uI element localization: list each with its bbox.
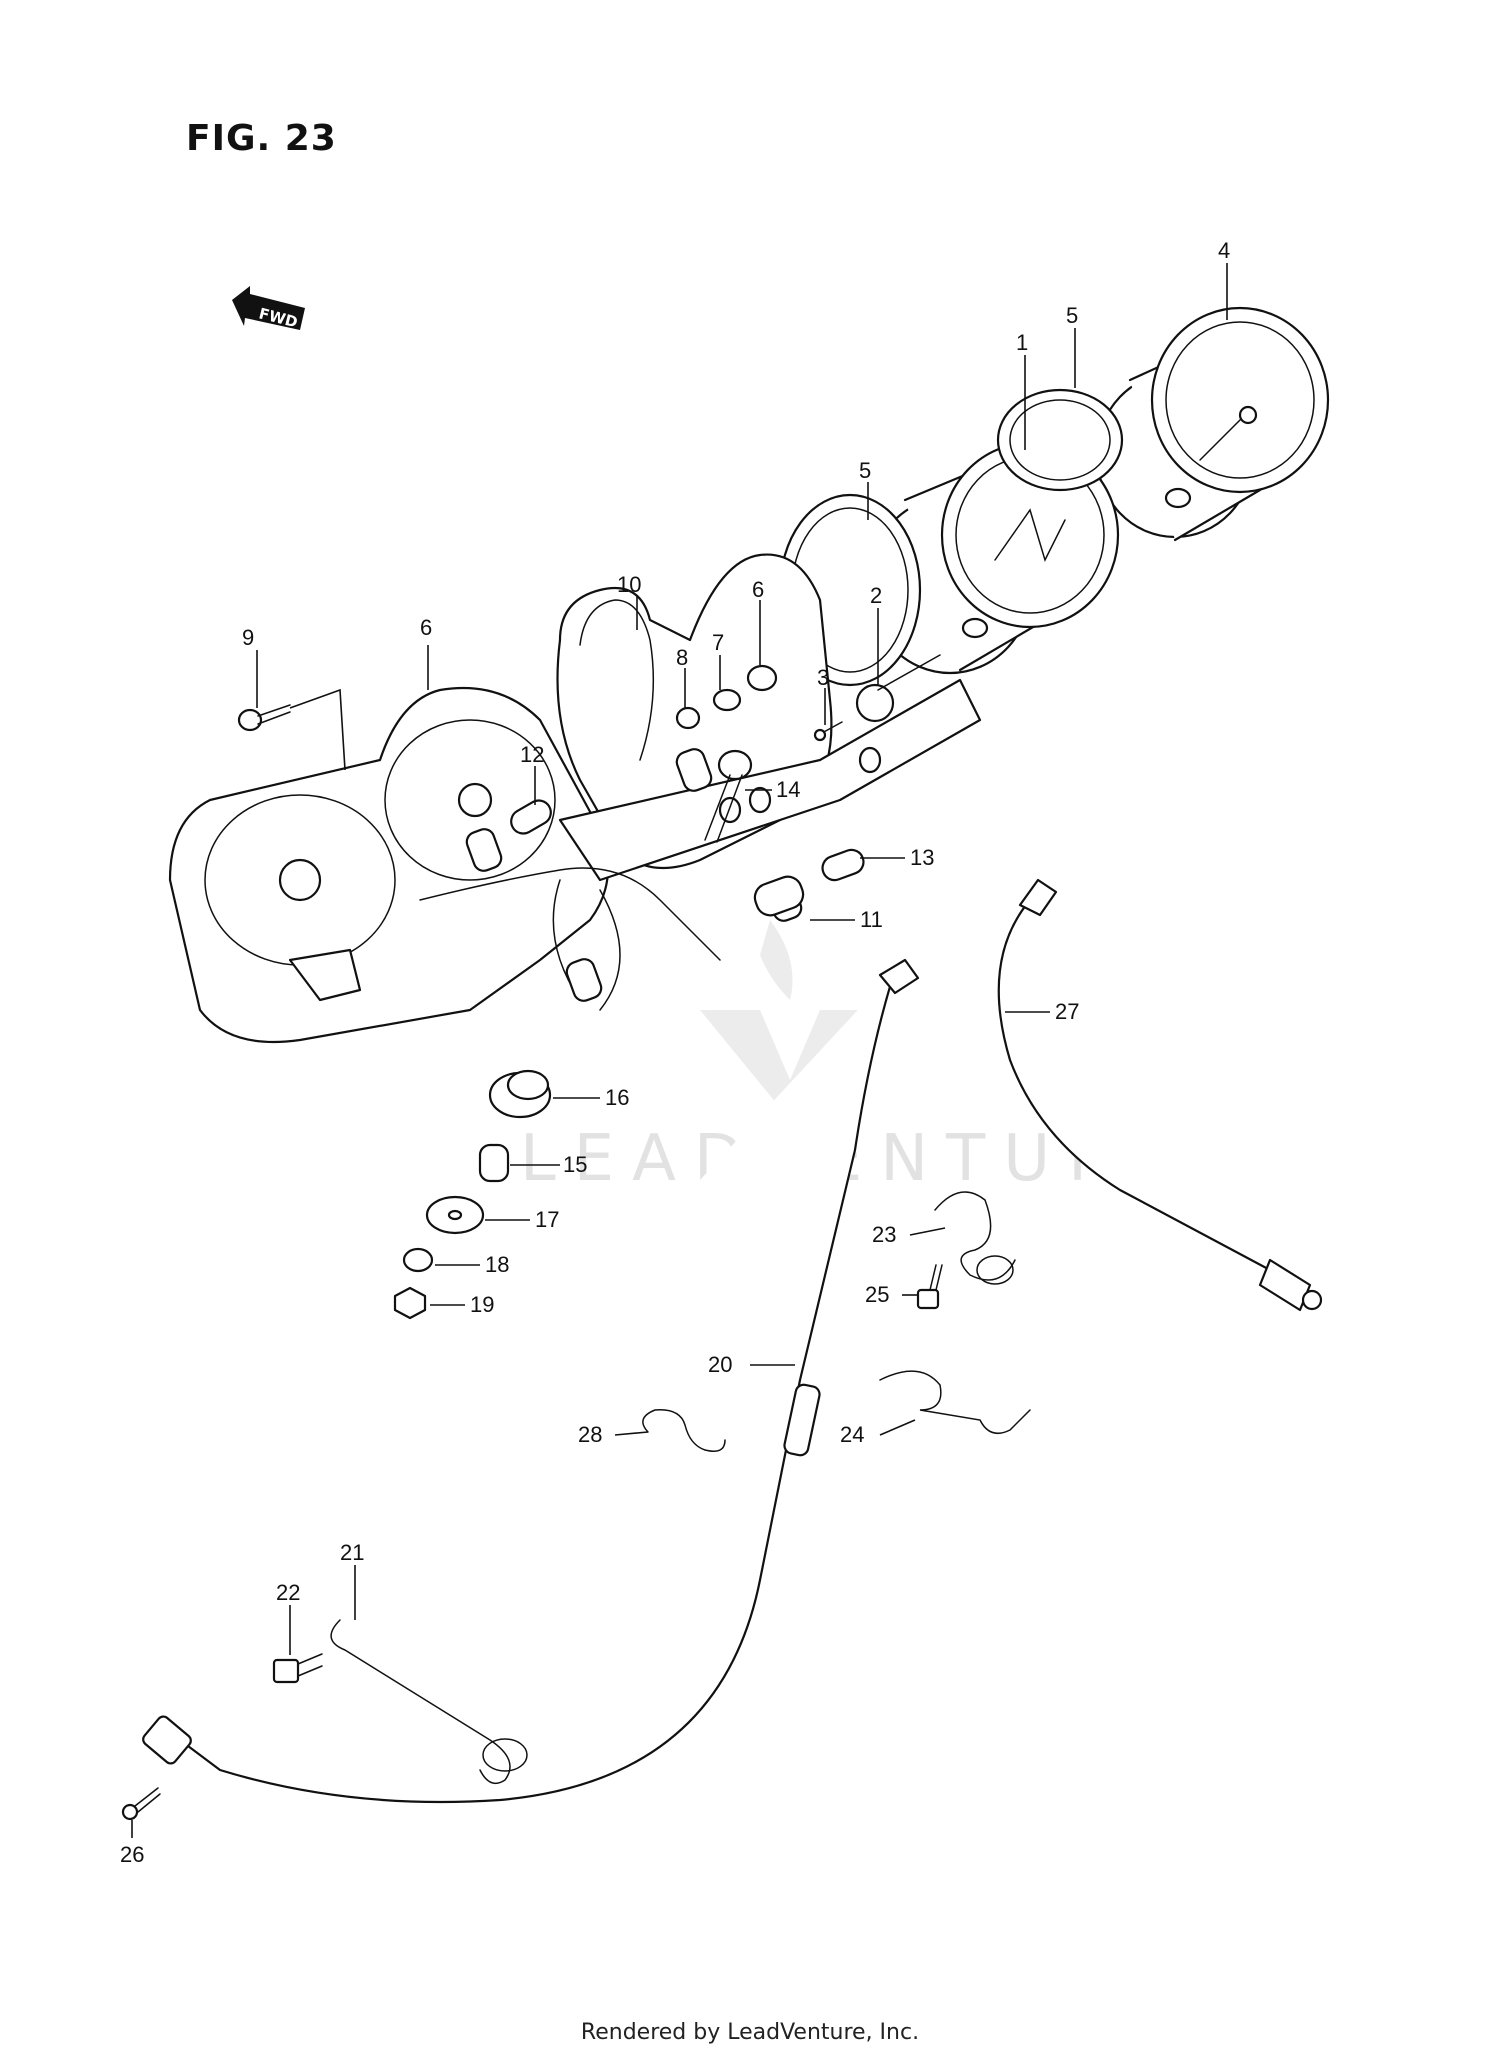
callout-5-lower: 5 <box>859 458 871 483</box>
callout-21: 20 <box>708 1352 732 1377</box>
callout-10: 9 <box>242 625 254 650</box>
callout-3: 3 <box>817 665 829 690</box>
collar-16-icon <box>478 1143 510 1183</box>
bolt-15-icon <box>704 749 753 843</box>
washer-18-icon <box>425 1195 485 1235</box>
clamp-22-icon <box>330 1619 528 1785</box>
callout-18: 17 <box>535 1207 559 1232</box>
nut-20-icon <box>393 1286 427 1320</box>
nut-9-icon <box>675 706 701 730</box>
screw-27-icon <box>121 1787 161 1821</box>
callout-27: 26 <box>120 1842 144 1867</box>
callout-17: 16 <box>605 1085 629 1110</box>
callout-26: 25 <box>865 1282 889 1307</box>
callout-4: 4 <box>1218 238 1230 263</box>
ring-5-upper-icon <box>996 388 1124 492</box>
screw-3-icon <box>813 721 843 742</box>
callout-22: 21 <box>340 1540 364 1565</box>
clamp-24-icon <box>934 1191 1016 1285</box>
bulb-12-icon <box>753 875 805 917</box>
callout-25: 24 <box>840 1422 864 1447</box>
callout-19: 18 <box>485 1252 509 1277</box>
callout-labels: 4 5 1 5 6 10 6 7 8 2 3 9 12 13 11 14 16 … <box>120 238 1230 1867</box>
callout-8: 7 <box>712 630 724 655</box>
washer-19-icon <box>402 1247 434 1273</box>
grommet-7-icon <box>746 664 778 692</box>
callout-14: 13 <box>910 845 934 870</box>
bolt-26-icon <box>916 1264 943 1310</box>
callout-13: 12 <box>520 742 544 767</box>
callout-24: 23 <box>872 1222 896 1247</box>
knob-2-icon <box>855 654 941 723</box>
callout-12: 11 <box>860 907 883 932</box>
cable-28-icon <box>997 878 1323 1312</box>
callout-20: 19 <box>470 1292 494 1317</box>
bulb-14-icon <box>821 848 865 882</box>
callout-5-upper: 5 <box>1066 303 1078 328</box>
cover-6-icon <box>168 686 610 1044</box>
callout-28: 27 <box>1055 999 1079 1024</box>
plate-icon <box>558 678 982 882</box>
callout-29: 28 <box>578 1422 602 1447</box>
figure-title: FIG. 23 <box>186 118 337 159</box>
bulb-13-icon <box>510 799 552 835</box>
callout-16: 15 <box>563 1152 587 1177</box>
clamp-25-icon <box>879 1370 1031 1435</box>
forward-arrow-icon: FWD <box>232 286 305 331</box>
cable-21-icon <box>142 958 920 1804</box>
bolt-23-icon <box>272 1653 323 1684</box>
clamp-29-icon <box>642 1409 726 1452</box>
callout-11: 10 <box>617 572 641 597</box>
callout-6: 6 <box>420 615 432 640</box>
leader-lines <box>131 263 1228 1838</box>
cushion-17-icon <box>488 1069 552 1119</box>
footer-credit: Rendered by LeadVenture, Inc. <box>580 2020 920 2045</box>
callout-23: 22 <box>276 1580 300 1605</box>
callout-2: 2 <box>870 583 882 608</box>
callout-9: 8 <box>676 645 688 670</box>
gauge-4-icon <box>1095 306 1330 542</box>
callout-1: 1 <box>1016 330 1028 355</box>
bolt-10-icon <box>237 688 346 771</box>
washer-8-icon <box>712 688 742 712</box>
callout-15: 14 <box>776 777 800 802</box>
callout-7: 6 <box>752 577 764 602</box>
